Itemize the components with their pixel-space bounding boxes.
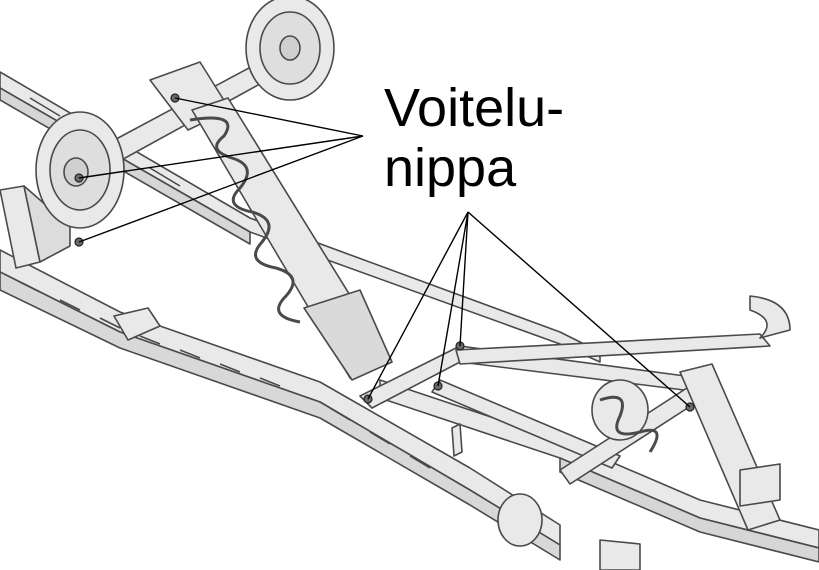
rear-axle-assembly — [35, 0, 335, 229]
leader-line — [78, 135, 364, 243]
rail-block — [113, 307, 161, 341]
leader-line — [367, 211, 469, 400]
rear-shock — [189, 97, 393, 381]
label-line-2: nippa — [384, 138, 517, 198]
leader-line — [467, 211, 691, 408]
leader-line — [459, 211, 469, 347]
leader-line — [78, 135, 364, 179]
grease-nipple-label: Voitelu-nippa — [384, 78, 564, 198]
front-arm — [359, 333, 771, 469]
label-line-1: Voitelu- — [384, 78, 565, 138]
rail-stud — [451, 423, 463, 457]
leader-line — [437, 211, 469, 387]
front-shock — [497, 295, 791, 570]
leader-line — [174, 97, 364, 137]
